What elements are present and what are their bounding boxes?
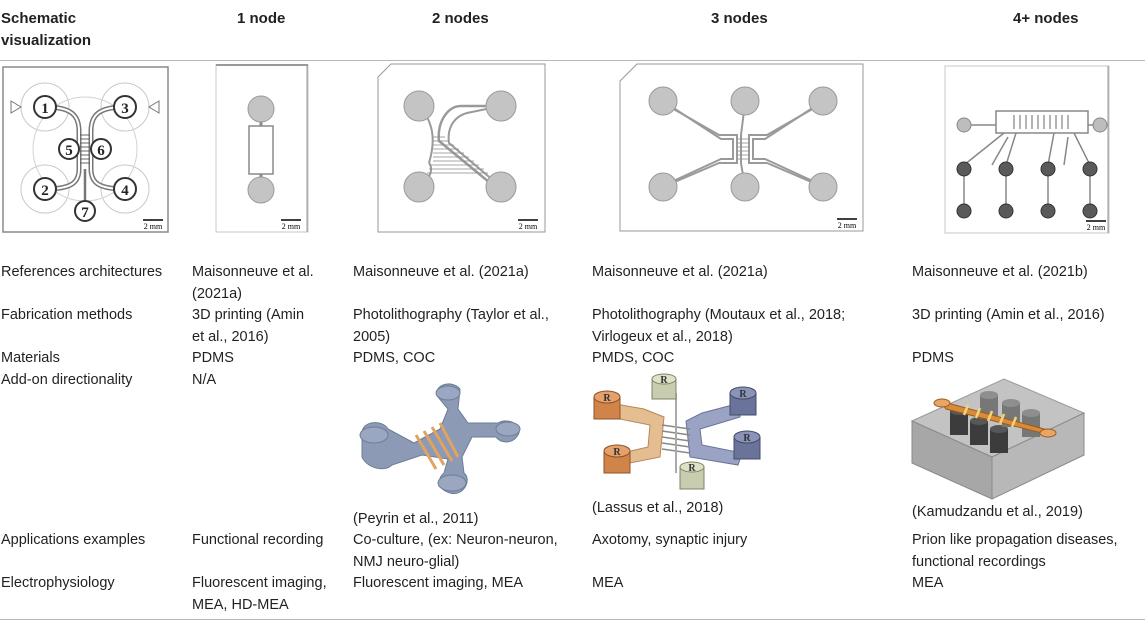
cell-materials-2-nodes: PDMS, COC [353, 350, 436, 366]
scale-bar-label: 2 mm [144, 222, 163, 231]
cell-line: 2005) [353, 328, 391, 345]
cell-materials-4-nodes: PDMS [912, 350, 954, 366]
cell-line: 3D printing (Amin [192, 307, 305, 323]
marker-label: 5 [65, 143, 73, 159]
header-2-nodes: 2 nodes [432, 10, 489, 27]
header-line: visualization [1, 32, 92, 49]
caption-kamudzandu: (Kamudzandu et al., 2019) [912, 504, 1083, 520]
cell-materials-1-node: PDMS [192, 350, 234, 366]
reservoir-label: R [603, 393, 611, 404]
cell-line: Co-culture, (ex: Neuron-neuron, [353, 532, 558, 548]
row-label-applications: Applications examples [1, 532, 146, 548]
scale-bar-label: 2 mm [838, 221, 857, 230]
header-line: Schematic [1, 10, 77, 27]
reservoir-label: R [739, 389, 747, 400]
cell-electrophysiology-4-nodes: MEA [912, 575, 944, 591]
row-label-directionality: Add-on directionality [1, 372, 133, 388]
header-schematic-visualization: Schematic visualization [1, 8, 91, 52]
cell-applications-1-node: Functional recording [192, 532, 324, 548]
cell-line: (2021a) [192, 285, 242, 302]
reservoir-label: R [613, 447, 621, 458]
reservoir-label: R [660, 375, 668, 386]
device-render-peyrin [359, 383, 521, 495]
device-render-kamudzandu [910, 378, 1086, 500]
cell-line: Virlogeux et al., 2018) [592, 328, 733, 345]
cell-line: Photolithography (Moutaux et al., 2018; [592, 307, 846, 323]
marker-label: 6 [97, 143, 105, 159]
cell-applications-3-nodes: Axotomy, synaptic injury [592, 532, 748, 548]
row-label-materials: Materials [1, 350, 60, 366]
schematic-labelled-device: 1 2 3 4 5 6 7 2 mm [2, 66, 169, 233]
cell-directionality-1-node: N/A [192, 372, 217, 388]
marker-label: 7 [81, 205, 89, 221]
cell-fabrication-2-nodes: Photolithography (Taylor et al., 2005) [353, 305, 549, 348]
cell-electrophysiology-1-node: Fluorescent imaging, MEA, HD-MEA [192, 573, 327, 616]
header-4-nodes: 4+ nodes [1013, 10, 1079, 27]
cell-applications-2-nodes: Co-culture, (ex: Neuron-neuron, NMJ neur… [353, 530, 558, 573]
marker-label: 1 [41, 101, 49, 117]
cell-line: Fluorescent imaging, [192, 575, 327, 591]
device-render-lassus: R R R R R R [593, 373, 761, 490]
cell-line: NMJ neuro-glial) [353, 553, 460, 570]
cell-applications-4-nodes: Prion like propagation diseases, functio… [912, 530, 1118, 573]
schematic-4-plus-nodes: 2 mm [944, 65, 1110, 234]
row-label-electrophysiology: Electrophysiology [1, 575, 115, 591]
cell-references-2-nodes: Maisonneuve et al. (2021a) [353, 264, 529, 280]
cell-line: MEA, HD-MEA [192, 596, 289, 613]
caption-peyrin: (Peyrin et al., 2011) [353, 511, 479, 527]
cell-fabrication-3-nodes: Photolithography (Moutaux et al., 2018; … [592, 305, 845, 348]
cell-electrophysiology-2-nodes: Fluorescent imaging, MEA [353, 575, 524, 591]
cell-references-3-nodes: Maisonneuve et al. (2021a) [592, 264, 768, 280]
cell-references-1-node: Maisonneuve et al. (2021a) [192, 262, 314, 305]
cell-fabrication-1-node: 3D printing (Amin et al., 2016) [192, 305, 304, 348]
table-bottom-divider [0, 619, 1145, 620]
scale-bar-label: 2 mm [282, 222, 301, 231]
scale-bar-label: 2 mm [519, 222, 538, 231]
cell-line: et al., 2016) [192, 328, 269, 345]
cell-electrophysiology-3-nodes: MEA [592, 575, 624, 591]
cell-materials-3-nodes: PMDS, COC [592, 350, 675, 366]
row-label-fabrication: Fabrication methods [1, 307, 133, 323]
header-3-nodes: 3 nodes [711, 10, 768, 27]
schematic-1-node: 2 mm [215, 64, 309, 233]
cell-line: Photolithography (Taylor et al., [353, 307, 549, 323]
reservoir-label: R [743, 433, 751, 444]
cell-line: Maisonneuve et al. [192, 264, 314, 280]
cell-references-4-nodes: Maisonneuve et al. (2021b) [912, 264, 1088, 280]
scale-bar-label: 2 mm [1087, 223, 1106, 232]
reservoir-label: R [688, 463, 696, 474]
marker-label: 3 [121, 101, 129, 117]
caption-lassus: (Lassus et al., 2018) [592, 500, 724, 516]
cell-line: Prion like propagation diseases, [912, 532, 1118, 548]
header-divider [0, 60, 1145, 61]
header-1-node: 1 node [237, 10, 286, 27]
marker-label: 2 [41, 183, 49, 199]
schematic-3-nodes: 2 mm [619, 63, 864, 232]
marker-label: 4 [121, 183, 129, 199]
row-label-references: References architectures [1, 264, 163, 280]
cell-line: functional recordings [912, 553, 1046, 570]
cell-fabrication-4-nodes: 3D printing (Amin et al., 2016) [912, 307, 1105, 323]
schematic-2-nodes: 2 mm [377, 63, 546, 233]
